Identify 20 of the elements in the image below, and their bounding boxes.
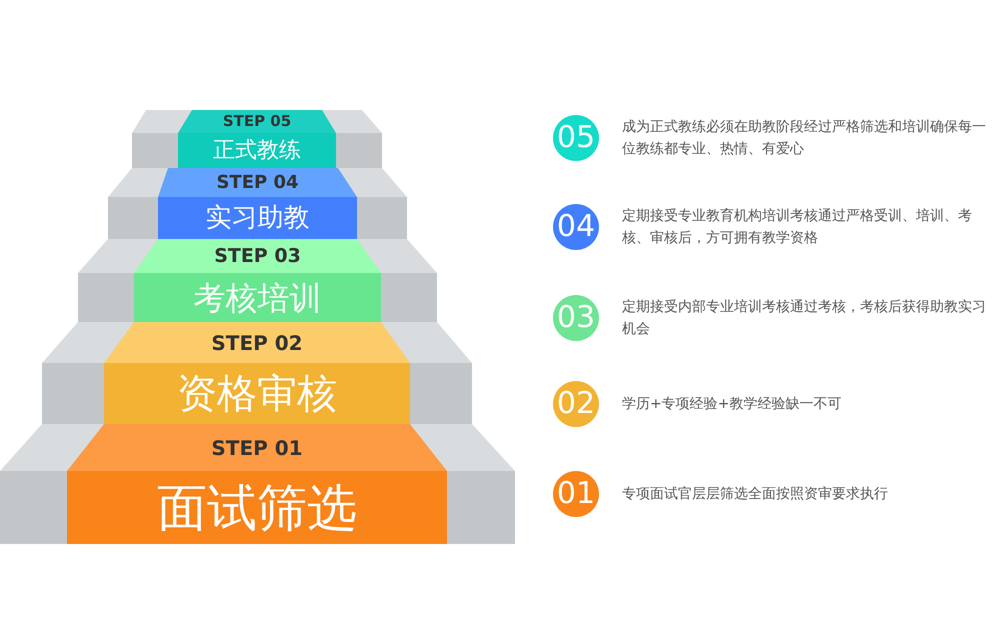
step-description: 定期接受内部专业培训考核通过考核，考核后获得助教实习机会: [622, 298, 987, 339]
step-title: 考核培训: [194, 282, 322, 314]
stair-step: [134, 239, 381, 322]
stair-step: [158, 168, 357, 239]
step-description: 专项面试官层层筛选全面按照资审要求执行: [622, 485, 889, 504]
stair-step: [104, 322, 410, 424]
step-title: 面试筛选: [157, 482, 357, 532]
step-number: STEP 02: [211, 332, 303, 352]
step-number: STEP 04: [216, 174, 299, 192]
step-title: 资格审核: [177, 374, 337, 414]
step-description: 学历+专项经验+教学经验缺一不可: [622, 395, 842, 414]
stair-step: [67, 424, 447, 544]
stair-step: [178, 110, 336, 168]
step-description: 成为正式教练必须在助教阶段经过严格筛选和培训确保每一位教练都专业、热情、有爱心: [622, 118, 987, 159]
step-number: STEP 01: [211, 438, 303, 458]
step-number: STEP 05: [222, 114, 292, 129]
step-title: 正式教练: [213, 140, 301, 162]
step-number: STEP 03: [214, 246, 301, 266]
step-description: 定期接受专业教育机构培训考核通过严格受训、培训、考核、审核后，方可拥有教学资格: [622, 207, 973, 248]
step-title: 实习助教: [206, 205, 310, 231]
